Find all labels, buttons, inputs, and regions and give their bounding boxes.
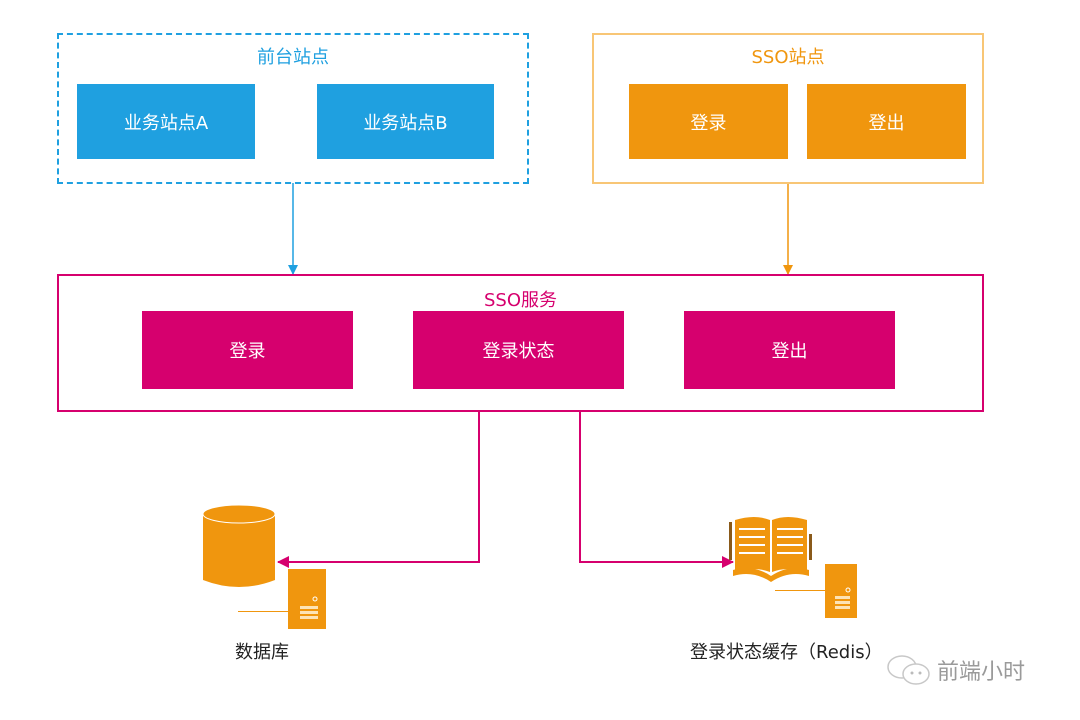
database-connector-line (238, 611, 288, 612)
cache-node (725, 512, 865, 622)
sso-service-login[interactable]: 登录 (142, 311, 353, 389)
sso-site-login[interactable]: 登录 (629, 84, 788, 159)
database-node (195, 500, 335, 640)
frontend-sites-title: 前台站点 (257, 47, 329, 68)
sso-service-to-cache-arrow (579, 411, 734, 568)
sso-service-to-database-arrow (277, 411, 480, 568)
sso-service-login-status[interactable]: 登录状态 (413, 311, 624, 389)
business-site-b-label: 业务站点B (363, 112, 448, 134)
business-site-a[interactable]: 业务站点A (77, 84, 255, 159)
cache-connector-line (775, 590, 825, 591)
server-icon (825, 564, 857, 618)
wechat-icon (887, 655, 930, 685)
watermark: 前端小时 (885, 652, 1025, 688)
business-site-b[interactable]: 业务站点B (317, 84, 494, 159)
business-site-a-label: 业务站点A (123, 112, 209, 134)
sso-site-logout-label: 登出 (868, 112, 905, 134)
database-icon (202, 504, 276, 587)
sso-site-title: SSO站点 (751, 47, 825, 68)
frontend-sites-group: 前台站点 业务站点A 业务站点B (57, 33, 529, 184)
sso-service-logout-label: 登出 (771, 341, 808, 362)
sso-service-login-label: 登录 (229, 341, 266, 362)
sso-service-logout[interactable]: 登出 (684, 311, 895, 389)
book-icon (729, 517, 812, 582)
server-icon (288, 569, 326, 629)
sso-service-login-status-label: 登录状态 (482, 341, 555, 362)
cache-label: 登录状态缓存（Redis） (690, 642, 883, 663)
sso-service-group: SSO服务 登录 登录状态 登出 (57, 274, 984, 412)
sso-site-group: SSO站点 登录 登出 (592, 33, 984, 184)
sso-site-logout[interactable]: 登出 (807, 84, 966, 159)
watermark-text: 前端小时 (937, 660, 1026, 685)
database-label: 数据库 (235, 642, 289, 663)
sso-site-login-label: 登录 (690, 112, 727, 134)
sso-service-title: SSO服务 (483, 290, 558, 311)
